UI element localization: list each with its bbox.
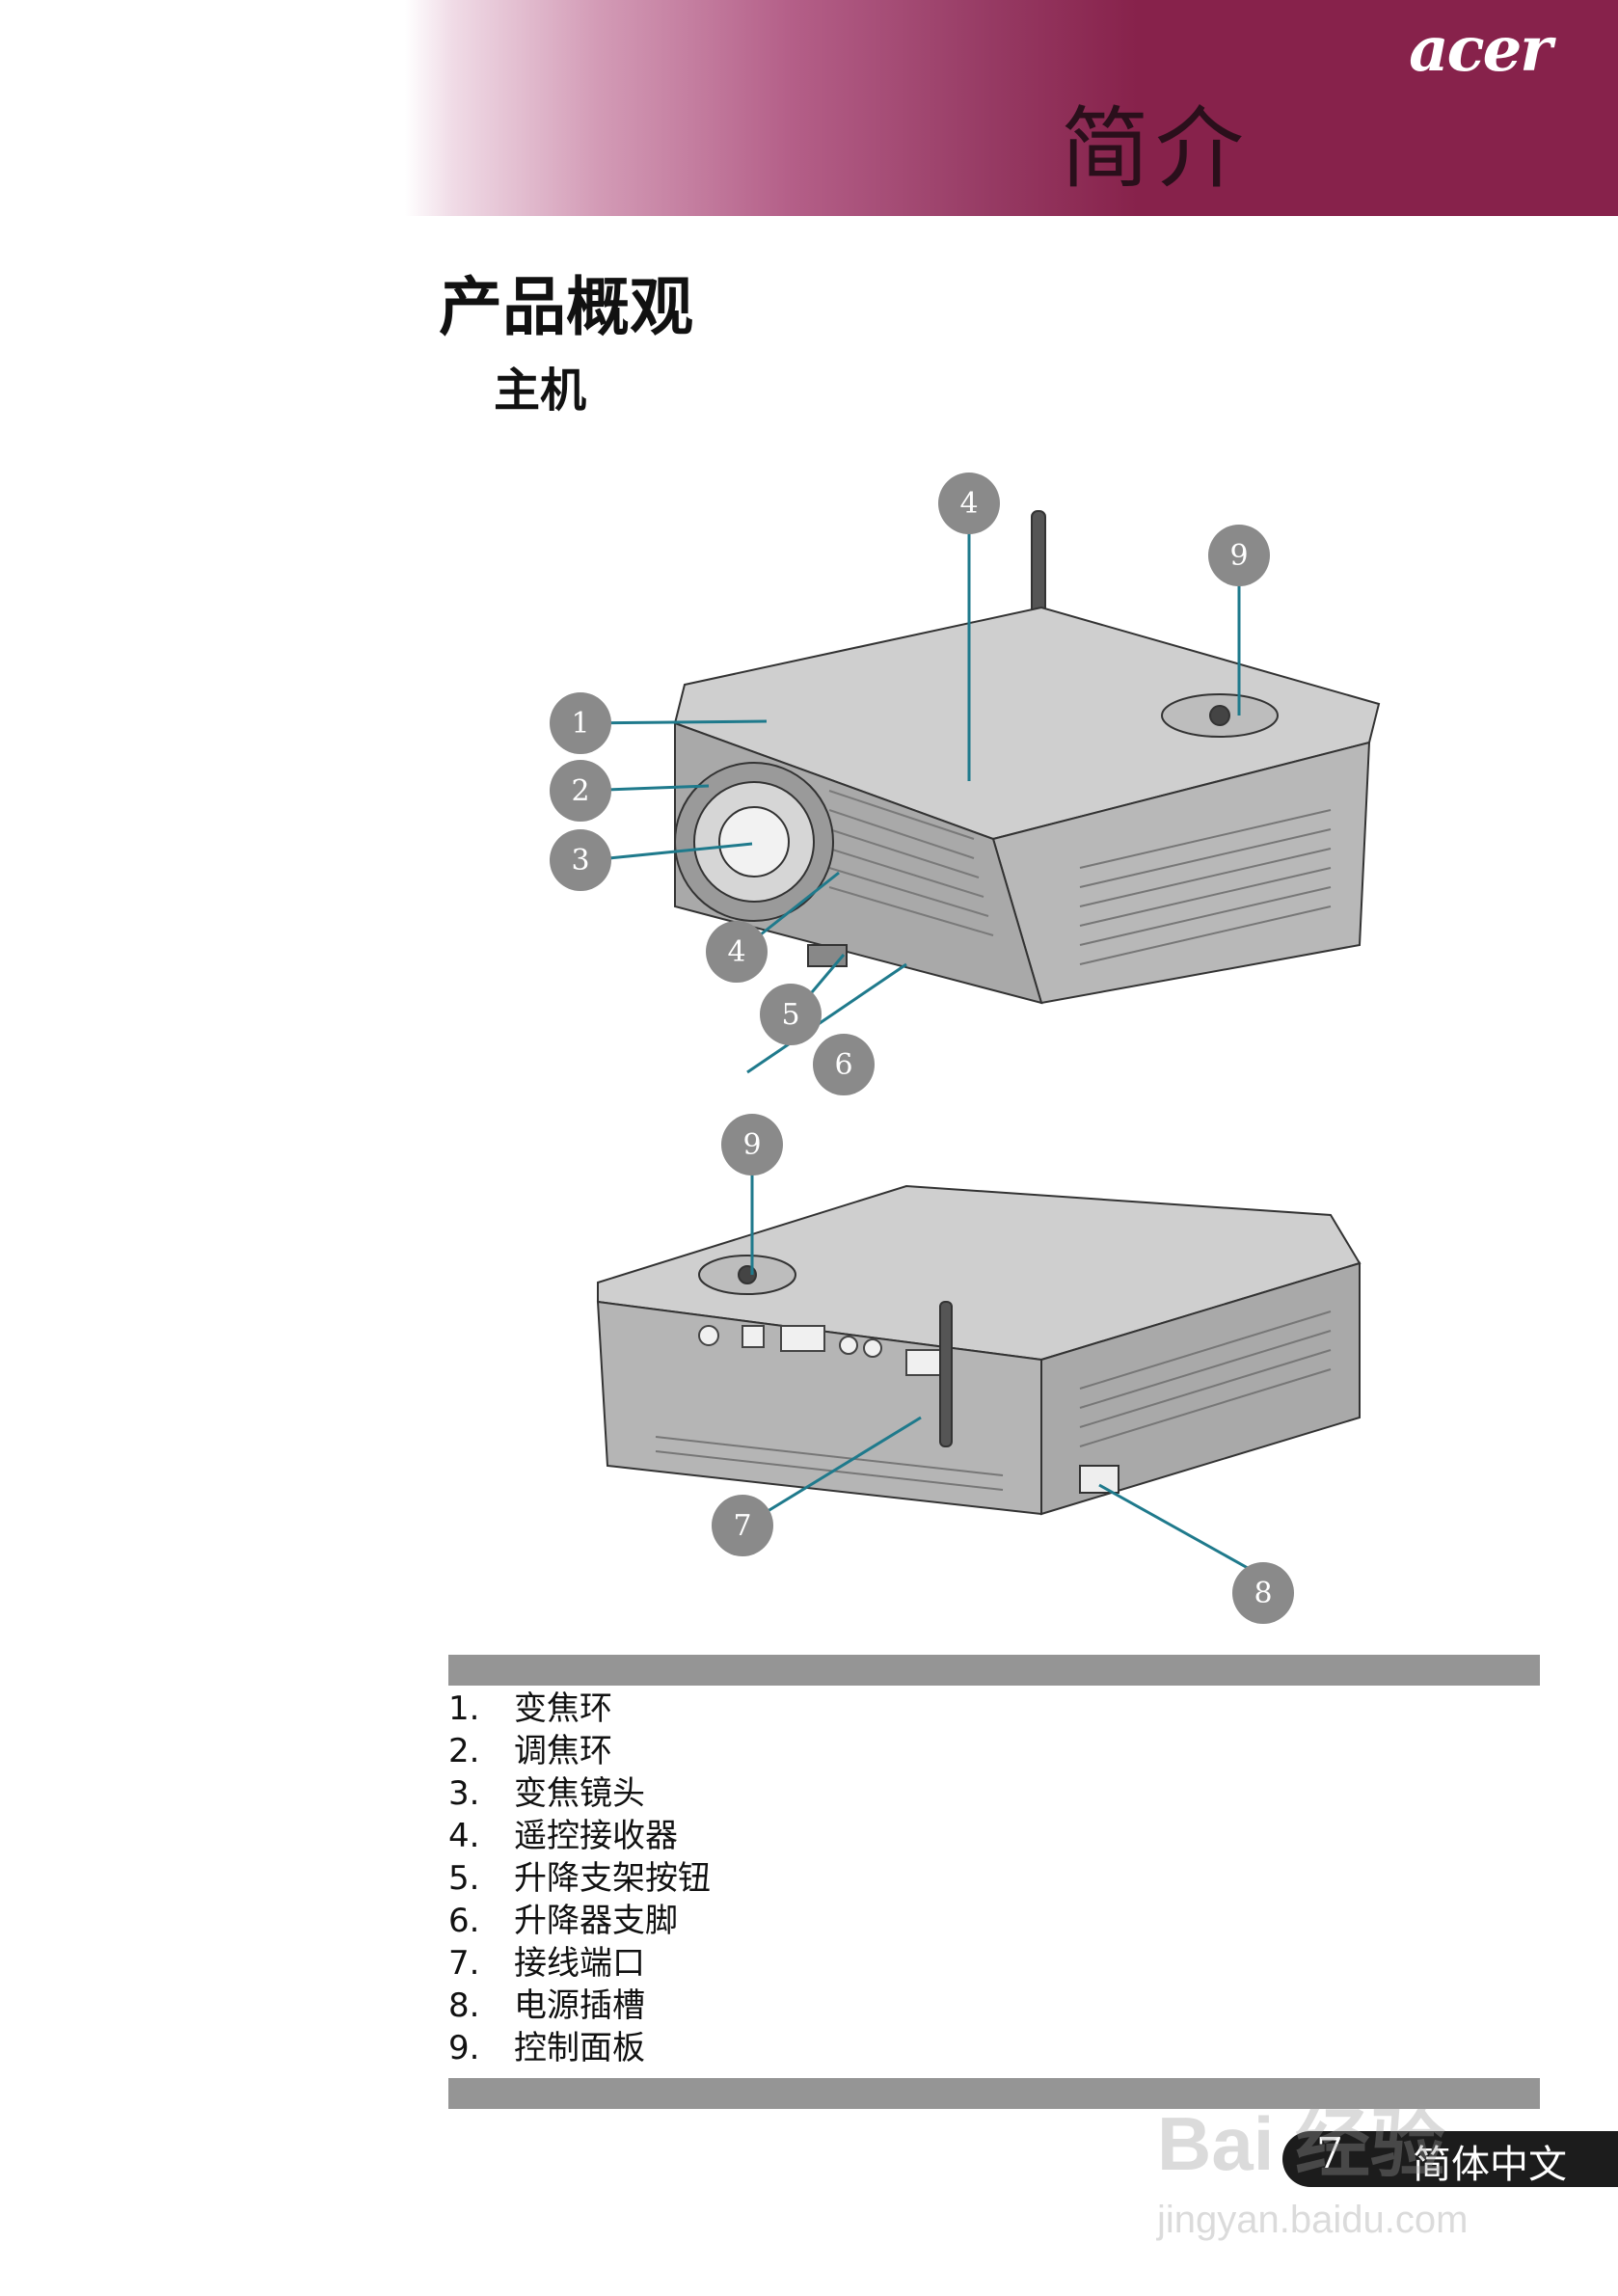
baidu-watermark: Bai 经验 jingyan.baidu.com — [1156, 2101, 1468, 2241]
item-number: 7. — [448, 1944, 480, 1983]
projector-rear-view — [596, 1184, 1362, 1516]
item-number: 6. — [448, 1902, 480, 1940]
item-number: 8. — [448, 1986, 480, 2025]
watermark-text: Bai 经验 — [1157, 2101, 1445, 2186]
item-label: 电源插槽 — [514, 1986, 645, 2025]
callout-5: 5 — [760, 984, 822, 1045]
item-number: 2. — [448, 1732, 480, 1770]
callout-6: 6 — [813, 1034, 875, 1095]
callout-7: 7 — [712, 1495, 773, 1556]
list-item: 1. 变焦环 — [448, 1688, 711, 1730]
callout-8: 8 — [1232, 1562, 1294, 1624]
item-label: 控制面板 — [514, 2029, 645, 2067]
item-number: 1. — [448, 1689, 480, 1728]
leader-lines — [580, 530, 1264, 1579]
callout-4-front: 4 — [706, 921, 768, 983]
callout-3: 3 — [550, 829, 611, 891]
item-number: 4. — [448, 1817, 480, 1855]
parts-list: 1. 变焦环 2. 调焦环 3. 变焦镜头 4. 遥控接收器 5. 升降支架按钮 6. 升降… — [448, 1688, 711, 2069]
language-label: 简体中文 — [1413, 2143, 1567, 2187]
section-title: 产品概观 — [439, 270, 693, 344]
list-item: 6. 升降器支脚 — [448, 1900, 711, 1942]
item-label: 接线端口 — [514, 1944, 645, 1983]
list-bottom-rule — [448, 2078, 1540, 2109]
item-number: 3. — [448, 1774, 480, 1813]
callout-9-rear: 9 — [721, 1114, 783, 1175]
watermark-url: jingyan.baidu.com — [1156, 2199, 1468, 2241]
acer-logo: acer — [1409, 14, 1552, 86]
footer-tab — [1282, 2131, 1618, 2187]
projector-illustration — [580, 510, 1381, 1579]
item-number: 9. — [448, 2029, 480, 2067]
list-item: 4. 遥控接收器 — [448, 1815, 711, 1857]
header-band — [0, 0, 1618, 216]
list-item: 3. 变焦镜头 — [448, 1772, 711, 1815]
subsection-title: 主机 — [494, 364, 587, 418]
item-label: 调焦环 — [514, 1732, 612, 1770]
projector-front-view — [673, 510, 1381, 1005]
item-label: 升降支架按钮 — [514, 1859, 711, 1898]
list-item: 8. 电源插槽 — [448, 1985, 711, 2027]
item-label: 升降器支脚 — [514, 1902, 678, 1940]
callout-1: 1 — [550, 692, 611, 754]
item-number: 5. — [448, 1859, 480, 1898]
list-item: 2. 调焦环 — [448, 1730, 711, 1772]
list-item: 9. 控制面板 — [448, 2027, 711, 2069]
list-item: 7. 接线端口 — [448, 1942, 711, 1985]
item-label: 变焦环 — [514, 1689, 612, 1728]
callout-2: 2 — [550, 760, 611, 822]
list-item: 5. 升降支架按钮 — [448, 1857, 711, 1900]
callout-9-top: 9 — [1208, 525, 1270, 586]
item-label: 遥控接收器 — [514, 1817, 678, 1855]
page-number: 7 — [1316, 2129, 1343, 2178]
projector-figure: 1 2 3 4 4 5 6 9 9 7 8 — [540, 463, 1408, 1630]
callout-4-top: 4 — [938, 473, 1000, 534]
list-top-rule — [448, 1655, 1540, 1686]
item-label: 变焦镜头 — [514, 1774, 645, 1813]
chapter-title: 简介 — [1061, 97, 1251, 201]
